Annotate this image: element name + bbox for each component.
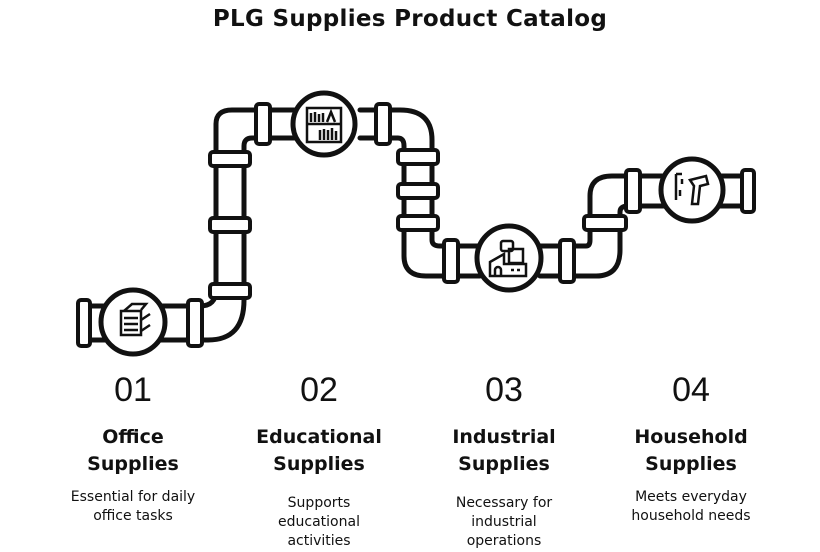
step-1: 01 Office Supplies Essential for daily o… — [38, 370, 228, 526]
step-4: 04 Household Supplies Meets everyday hou… — [596, 370, 786, 526]
step-description: Necessary for industrial operations — [455, 495, 553, 549]
coupling — [396, 214, 440, 232]
coupling — [396, 182, 440, 200]
end-cap-left — [76, 298, 92, 348]
step-number: 01 — [114, 371, 152, 409]
step-3-node — [474, 223, 544, 293]
step-4-node — [658, 156, 726, 224]
coupling — [582, 214, 628, 232]
step-title: Office Supplies — [87, 426, 179, 475]
step-1-node — [98, 287, 168, 357]
coupling — [208, 216, 252, 234]
coupling — [374, 102, 392, 146]
step-number: 04 — [672, 371, 710, 409]
step-title: Household Supplies — [634, 426, 748, 475]
step-title: Educational Supplies — [256, 426, 382, 475]
step-description: Supports educational activities — [278, 495, 360, 549]
step-2-node — [290, 90, 358, 158]
step-description: Essential for daily office tasks — [70, 489, 196, 524]
coupling — [208, 150, 252, 168]
coupling — [558, 238, 576, 284]
coupling — [208, 282, 252, 300]
end-cap-right — [740, 168, 756, 214]
bookshelf-icon — [305, 106, 343, 144]
step-3: 03 Industrial Supplies Necessary for ind… — [409, 370, 599, 551]
step-2: 02 Educational Supplies Supports educati… — [224, 370, 414, 551]
coupling — [186, 298, 204, 348]
step-number: 02 — [300, 371, 338, 409]
page-title: PLG Supplies Product Catalog — [212, 6, 608, 32]
factory-icon — [488, 239, 528, 278]
office-printer-icon — [119, 302, 151, 337]
hammer-nails-icon — [674, 172, 710, 206]
coupling — [442, 238, 460, 284]
step-title: Industrial Supplies — [452, 426, 556, 475]
step-number: 03 — [485, 371, 523, 409]
step-description: Meets everyday household needs — [631, 489, 751, 524]
coupling — [396, 148, 440, 166]
coupling — [254, 102, 272, 146]
coupling — [624, 168, 642, 214]
